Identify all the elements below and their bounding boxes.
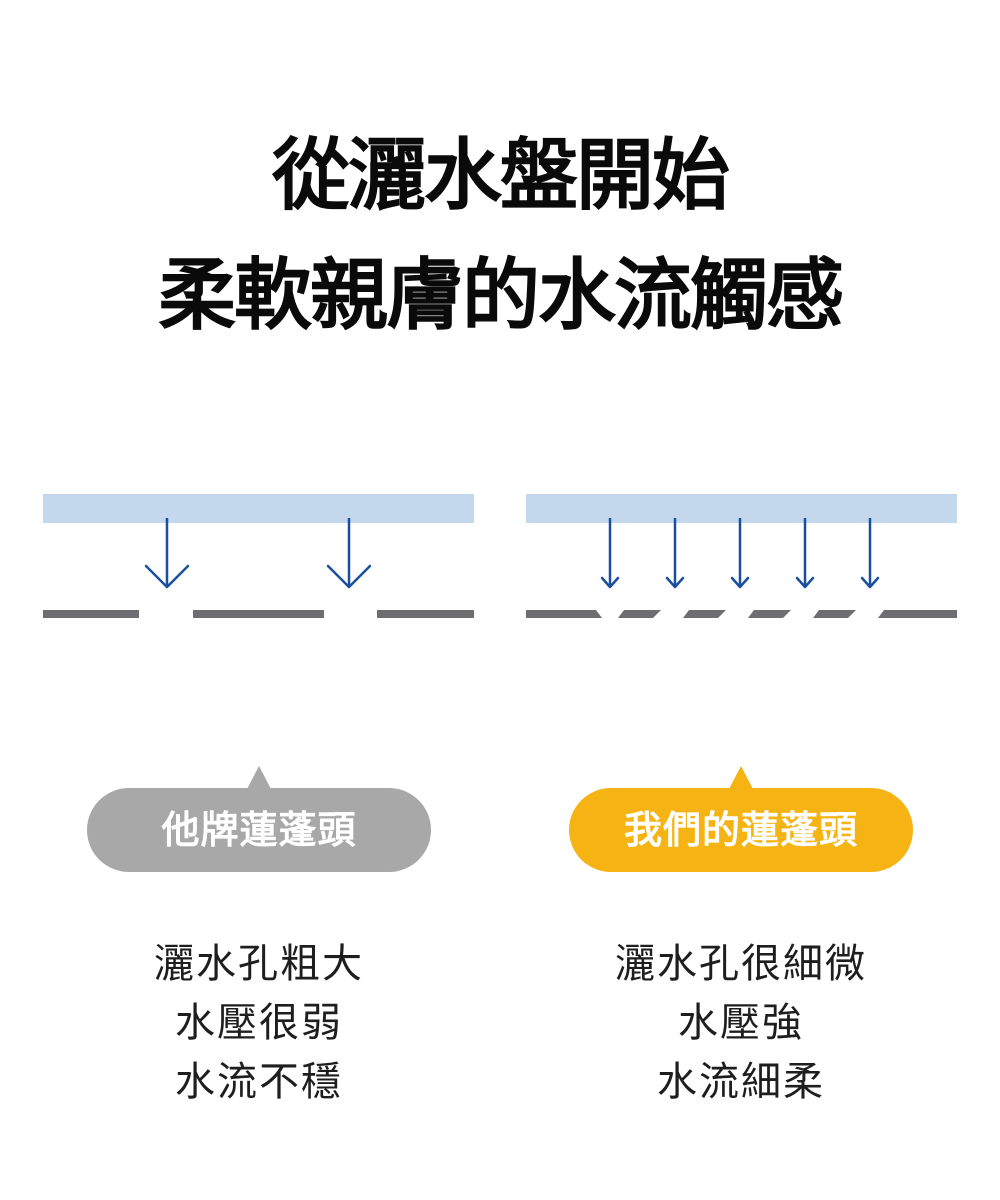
label-pill-our-brand: 我們的蓮蓬頭 <box>569 766 913 872</box>
diagram-other-showerhead <box>43 490 475 620</box>
water-flow-arrow-icon <box>144 518 190 589</box>
nozzle-segment <box>43 610 139 618</box>
headline-line-1: 從灑水盤開始 <box>271 131 730 221</box>
description-line: 灑水孔粗大 <box>154 941 364 987</box>
water-flow-arrow-icon <box>730 518 750 589</box>
description-line: 灑水孔很細微 <box>615 941 867 987</box>
description-other-brand: 灑水孔粗大 水壓很弱 水流不穩 <box>87 935 431 1112</box>
nozzle-segment <box>526 610 602 618</box>
nozzle-plate <box>526 610 957 618</box>
diagram-other-svg <box>43 494 474 618</box>
nozzle-segment <box>193 610 324 618</box>
nozzle-segment <box>618 610 661 618</box>
water-flow-arrow-icon <box>665 518 685 589</box>
description-line: 水流不穩 <box>175 1059 343 1105</box>
nozzle-segment <box>377 610 474 618</box>
water-plate <box>526 494 957 523</box>
water-flow-arrow-icon <box>860 518 880 589</box>
diagram-ours-svg <box>526 494 957 618</box>
nozzle-segment <box>878 610 957 618</box>
description-our-brand: 灑水孔很細微 水壓強 水流細柔 <box>569 935 913 1112</box>
water-flow-arrow-icon <box>795 518 815 589</box>
description-line: 水流細柔 <box>657 1059 825 1105</box>
water-arrows <box>144 518 372 589</box>
nozzle-plate <box>43 610 474 618</box>
water-flow-arrow-icon <box>600 518 620 589</box>
water-flow-arrow-icon <box>326 518 372 589</box>
headline-line-2: 柔軟親膚的水流觸感 <box>157 251 844 341</box>
label-pill-other-brand: 他牌蓮蓬頭 <box>87 766 431 872</box>
description-line: 水壓強 <box>678 1000 804 1046</box>
water-arrows <box>600 518 880 589</box>
nozzle-segment <box>813 610 856 618</box>
nozzle-segment <box>683 610 726 618</box>
nozzle-segment <box>748 610 791 618</box>
diagram-our-showerhead <box>525 490 957 620</box>
description-line: 水壓很弱 <box>175 1000 343 1046</box>
water-plate <box>43 494 474 523</box>
